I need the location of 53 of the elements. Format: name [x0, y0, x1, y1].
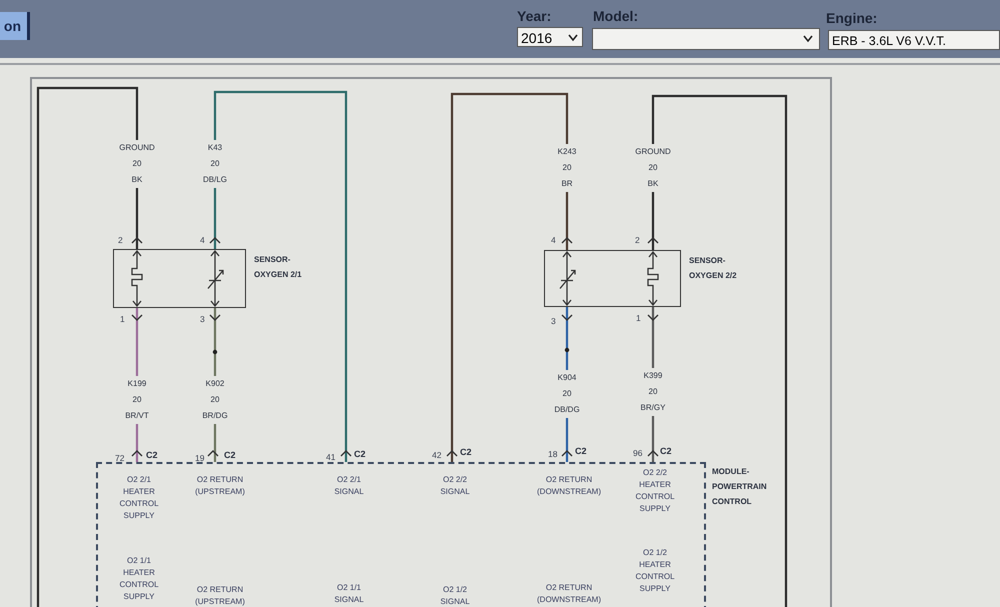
pin-number: 18	[548, 449, 558, 459]
wire	[450, 92, 568, 462]
sensor-name: SENSOR- OXYGEN 2/2	[689, 255, 738, 282]
wire-label: K904 20 DB/DG	[554, 370, 580, 418]
pin-function-label: O2 RETURN (UPSTREAM)	[194, 584, 246, 607]
pin-function-label: O2 1/1 SIGNAL	[333, 582, 365, 606]
pin-number: 42	[432, 450, 442, 460]
field-label: Year:	[517, 8, 552, 24]
pin-function-label: O2 1/2 HEATER CONTROL SUPPLY	[634, 547, 676, 595]
connector-label: C2	[224, 450, 236, 460]
pin-number: 1	[636, 313, 641, 323]
sensor-name: SENSOR- OXYGEN 2/1	[254, 254, 303, 281]
wire-label: K399 20 BR/GY	[640, 368, 666, 416]
pin-number: 3	[551, 316, 556, 326]
connector-label: C2	[354, 449, 366, 459]
pin-number: 4	[200, 235, 205, 245]
engine-dropdown: ERB - 3.6L V6 V.V.T.	[828, 30, 1000, 50]
wire	[214, 90, 348, 462]
wire-label: K243 20 BR	[558, 144, 576, 192]
connector-label: C2	[660, 446, 672, 456]
tab-button: on	[0, 12, 30, 40]
pin-function-label: O2 RETURN (DOWNSTREAM)	[536, 582, 602, 606]
connector-label: C2	[460, 447, 472, 457]
pin-number: 4	[551, 235, 556, 245]
pin-number: 3	[200, 314, 205, 324]
pin-number: 96	[633, 448, 642, 458]
pin-number: 2	[635, 235, 640, 245]
pin-number: 1	[120, 314, 125, 324]
pin-number: 19	[195, 453, 204, 463]
pin-number: 2	[118, 235, 123, 245]
pin-function-label: O2 RETURN (UPSTREAM)	[194, 474, 246, 498]
pin-function-label: O2 2/2 HEATER CONTROL SUPPLY	[634, 467, 676, 515]
wire-label: K199 20 BR/VT	[125, 376, 149, 424]
module-name: MODULE- POWERTRAIN CONTROL	[712, 466, 767, 508]
pin-function-label: O2 1/1 HEATER CONTROL SUPPLY	[118, 555, 160, 603]
wire-label: K43 20 DB/LG	[203, 140, 227, 188]
connector-label: C2	[146, 450, 158, 460]
wire-label: GROUND 20 BK	[635, 144, 671, 192]
field-label: Model:	[593, 8, 638, 24]
connector-label: C2	[575, 446, 587, 456]
wire	[652, 94, 788, 607]
pin-number: 72	[115, 453, 124, 463]
pin-number: 41	[326, 452, 336, 462]
wire-label: GROUND 20 BK	[119, 140, 155, 188]
pin-function-label: O2 2/1 SIGNAL	[333, 474, 365, 498]
pin-function-label: O2 2/2 SIGNAL	[439, 474, 471, 498]
year-dropdown: 2016	[517, 27, 583, 47]
pin-function-label: O2 RETURN (DOWNSTREAM)	[536, 474, 602, 498]
wire-label: K902 20 BR/DG	[202, 376, 228, 424]
pin-function-label: O2 2/1 HEATER CONTROL SUPPLY	[118, 474, 160, 522]
wire	[36, 86, 138, 607]
field-label: Engine:	[826, 10, 878, 26]
pin-function-label: O2 1/2 SIGNAL	[439, 584, 471, 607]
